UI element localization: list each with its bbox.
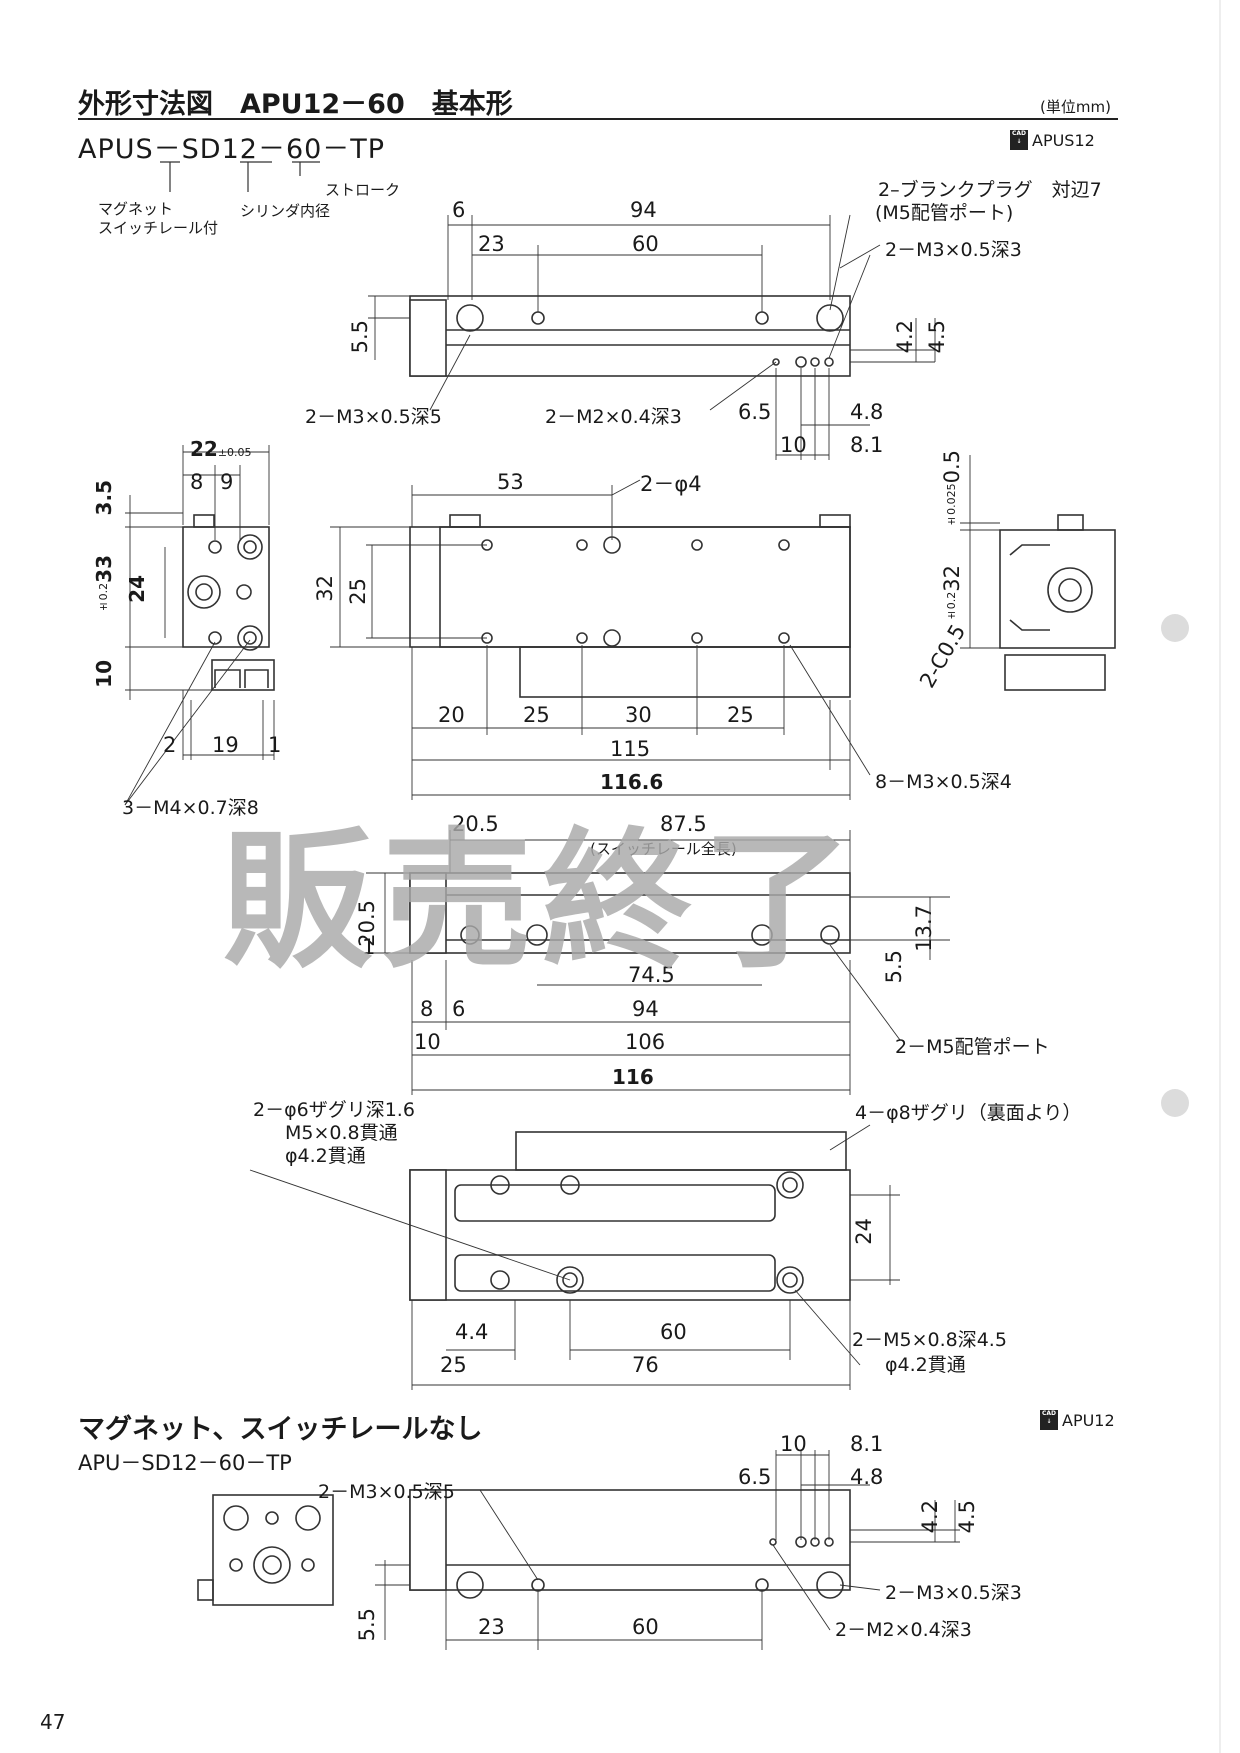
side-dim-74-5: 74.5	[628, 963, 675, 987]
top-dim-30: 30	[625, 703, 652, 727]
top-dim-25: 25	[346, 578, 370, 605]
m3-depth4-note: 8－M3×0.5深4	[875, 771, 1012, 793]
legend-rail: スイッチレール付	[98, 219, 219, 237]
end-dim-33: ±0.233	[92, 555, 116, 614]
end-dim-24: 24	[125, 575, 149, 603]
end-dim-3-5: 3.5	[92, 480, 116, 516]
end-dim-8: 8	[190, 470, 204, 494]
cad-badge-1[interactable]: CAD↓ APUS12	[1010, 130, 1095, 150]
side-dim-5-5: 5.5	[882, 950, 906, 984]
s2-dim-5-5: 5.5	[355, 1608, 379, 1642]
discontinued-stamp: 販売終了	[222, 815, 863, 989]
legend-bore: シリンダ内径	[240, 202, 331, 220]
side-dim-10: 10	[414, 1030, 441, 1054]
model-number: APUS－SD12－60－TP	[78, 134, 386, 165]
counterbore-8-note: 4－φ8ザグリ（裏面より）	[855, 1102, 1082, 1124]
end-dim-1: 1	[268, 733, 282, 757]
bottom-dim-76: 76	[632, 1353, 659, 1377]
s2-m2-depth3-note: 2－M2×0.4深3	[835, 1619, 972, 1641]
side-dim-94: 94	[632, 997, 659, 1021]
m5-port-note: (M5配管ポート)	[875, 202, 1014, 224]
dim-4-8: 4.8	[850, 400, 884, 424]
m5-depth-note: 2－M5×0.8深4.5	[852, 1329, 1007, 1351]
top-dim-25b: 25	[523, 703, 550, 727]
s2-dim-6-5: 6.5	[738, 1465, 772, 1489]
right-dim-0-5: ±0.0250.5	[940, 450, 964, 528]
section2-model: APU－SD12－60－TP	[78, 1451, 292, 1475]
side-dim-116: 116	[612, 1065, 654, 1089]
dim-4-5: 4.5	[925, 320, 949, 354]
bottom-dim-25: 25	[440, 1353, 467, 1377]
s2-dim-4-5: 4.5	[955, 1500, 979, 1534]
legend-stroke: ストローク	[325, 181, 401, 199]
dim-4-2: 4.2	[893, 320, 917, 354]
phi42-note: φ4.2貫通	[885, 1354, 966, 1376]
s2-m3-depth3-note: 2－M3×0.5深3	[885, 1582, 1022, 1604]
cad-badge-label: APUS12	[1032, 130, 1095, 150]
top-dim-25c: 25	[727, 703, 754, 727]
dim-8-1: 8.1	[850, 433, 884, 457]
top-dim-53: 53	[497, 470, 524, 494]
end-dim-9: 9	[220, 470, 234, 494]
s2-dim-60: 60	[632, 1615, 659, 1639]
top-dim-32: 32	[313, 575, 337, 602]
top-dim-116-6: 116.6	[600, 770, 664, 794]
cad-badge-label: APU12	[1062, 1410, 1115, 1430]
end-dim-19: 19	[212, 733, 239, 757]
dim-6: 6	[452, 198, 466, 222]
bottom-dim-60: 60	[660, 1320, 687, 1344]
page-title: 外形寸法図 APU12－60 基本形	[78, 89, 513, 120]
s2-dim-8-1: 8.1	[850, 1432, 884, 1456]
s2-dim-23: 23	[478, 1615, 505, 1639]
side-dim-6: 6	[452, 997, 466, 1021]
title-rule	[78, 118, 1118, 120]
end-dim-22: 22±0.05	[190, 437, 252, 461]
dim-94: 94	[630, 198, 657, 222]
s2-dim-4-8: 4.8	[850, 1465, 884, 1489]
side-dim-13-7: 13.7	[912, 905, 936, 952]
cad-badge-2[interactable]: CAD↓ APU12	[1040, 1410, 1115, 1430]
dim-10: 10	[780, 433, 807, 457]
phi4-note: 2－φ4	[640, 472, 702, 496]
side-dim-106: 106	[625, 1030, 666, 1054]
counterbore-6-note: 2－φ6ザグリ深1.6	[253, 1099, 415, 1121]
m5-port-note-2: 2－M5配管ポート	[895, 1036, 1050, 1058]
section2-title: マグネット、スイッチレールなし	[78, 1414, 483, 1445]
unit-label: (単位mm)	[1040, 98, 1111, 116]
end-dim-2: 2	[163, 733, 177, 757]
bottom-dim-24: 24	[852, 1218, 876, 1245]
dim-6-5: 6.5	[738, 400, 772, 424]
side-dim-1: 1	[362, 935, 376, 959]
m3-depth3-note: 2－M3×0.5深3	[885, 239, 1022, 261]
cad-icon: CAD↓	[1040, 1410, 1058, 1430]
dim-5-5: 5.5	[348, 320, 372, 354]
side-dim-87-5: 87.5	[660, 812, 707, 836]
dim-23: 23	[478, 232, 505, 256]
legend-magnet: マグネット	[98, 200, 174, 218]
m4-depth8-note: 3－M4×0.7深8	[122, 797, 259, 819]
s2-m3-depth5-note: 2－M3×0.5深5	[318, 1481, 455, 1503]
phi42-thru-note: φ4.2貫通	[285, 1145, 366, 1167]
page-number: 47	[40, 1710, 66, 1734]
end-dim-10: 10	[92, 660, 116, 688]
s2-dim-10: 10	[780, 1432, 807, 1456]
bottom-dim-4-4: 4.4	[455, 1320, 489, 1344]
m2-depth3-note: 2－M2×0.4深3	[545, 406, 682, 428]
m3-depth5-note: 2－M3×0.5深5	[305, 406, 442, 428]
top-dim-20: 20	[438, 703, 465, 727]
right-dim-32: ±0.232	[940, 565, 964, 623]
blank-plug-note: 2–ブランクプラグ 対辺7	[878, 179, 1102, 201]
top-dim-115: 115	[610, 737, 651, 761]
rail-length-note: (スイッチレール全長)	[590, 840, 737, 858]
s2-dim-4-2: 4.2	[918, 1500, 942, 1534]
side-dim-20-5: 20.5	[452, 812, 499, 836]
side-dim-8: 8	[420, 997, 434, 1021]
dim-60: 60	[632, 232, 659, 256]
cad-icon: CAD↓	[1010, 130, 1028, 150]
m5-thru-note: M5×0.8貫通	[285, 1122, 398, 1144]
